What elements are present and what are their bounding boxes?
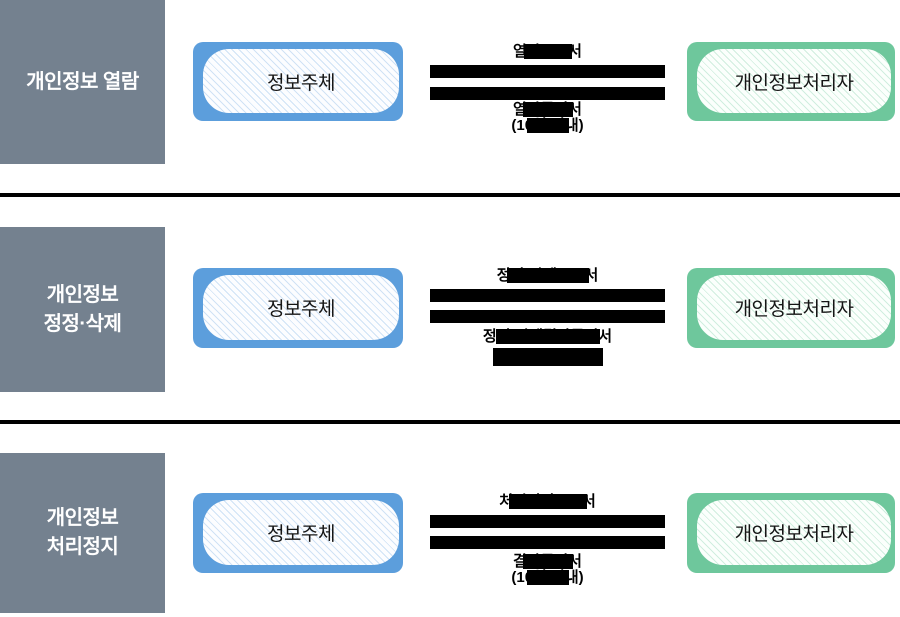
category-box-correction-deletion: 개인정보 정정·삭제	[0, 227, 165, 392]
subject-label: 정보주체	[203, 275, 399, 340]
request-arrow-bar	[430, 65, 665, 78]
redaction-bar	[523, 44, 572, 59]
category-box-access: 개인정보 열람	[0, 0, 165, 164]
flow-column-processing-stop: 처리정지요구서 결과통지서 (10일 이내)	[430, 494, 665, 617]
category-box-processing-stop: 개인정보 처리정지	[0, 453, 165, 613]
category-label-line1: 개인정보	[46, 507, 119, 529]
processor-label: 개인정보처리자	[697, 275, 891, 340]
subject-node: 정보주체	[193, 42, 403, 121]
processor-node: 개인정보처리자	[687, 493, 895, 573]
redaction-bar	[522, 102, 573, 117]
request-label: 정정·삭제요구서	[430, 268, 665, 284]
category-label-line2: 처리정지	[46, 536, 119, 558]
flow-column-access: 열람요구서 열람통지서 (10일 이내)	[430, 44, 665, 176]
category-label-line2: 정정·삭제	[43, 312, 122, 335]
request-arrow-bar	[430, 289, 665, 302]
redaction-bar	[526, 570, 569, 585]
response-arrow-bar	[430, 87, 665, 100]
subject-label: 정보주체	[203, 49, 399, 113]
response-label: 결과통지서	[430, 554, 665, 570]
subject-node: 정보주체	[193, 268, 403, 348]
subject-label: 정보주체	[203, 500, 399, 565]
processor-label: 개인정보처리자	[697, 49, 891, 113]
redaction-bar	[526, 118, 569, 133]
response-label: 열람통지서	[430, 102, 665, 118]
category-label-line1: 개인정보	[46, 283, 119, 306]
flow-column-correction: 정정·삭제요구서 정정·삭제결과통지서	[430, 268, 665, 398]
subject-node: 정보주체	[193, 493, 403, 573]
redaction-bar	[508, 494, 587, 509]
redaction-bar	[506, 268, 589, 283]
response-deadline-label: (10일 이내)	[430, 570, 665, 586]
response-label: 정정·삭제결과통지서	[430, 329, 665, 345]
response-deadline-label: (10일 이내)	[430, 118, 665, 134]
section-divider	[0, 420, 900, 424]
processor-label: 개인정보처리자	[697, 500, 891, 565]
redaction-bar	[522, 554, 573, 569]
processor-node: 개인정보처리자	[687, 42, 895, 121]
request-arrow-bar	[430, 515, 665, 528]
response-arrow-bar	[430, 536, 665, 549]
redaction-bar	[495, 329, 600, 344]
redacted-text-block	[492, 348, 603, 366]
response-arrow-bar	[430, 310, 665, 323]
request-label: 처리정지요구서	[430, 494, 665, 510]
processor-node: 개인정보처리자	[687, 268, 895, 348]
request-label: 열람요구서	[430, 44, 665, 60]
category-label: 개인정보 열람	[26, 70, 139, 93]
section-divider	[0, 193, 900, 197]
